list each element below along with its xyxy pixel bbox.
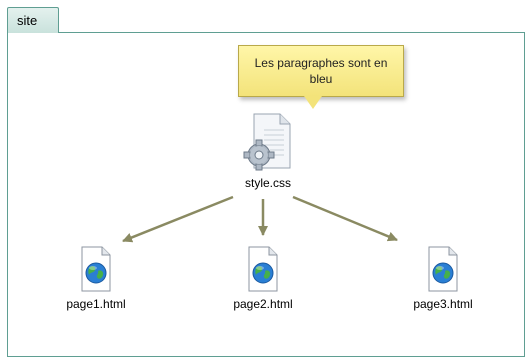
note-text: Les paragraphes sont en bleu bbox=[254, 56, 388, 86]
html-globe-file-icon bbox=[81, 246, 111, 292]
node-page2-label: page2.html bbox=[233, 297, 293, 311]
css-config-file-icon bbox=[243, 113, 291, 171]
node-page1[interactable]: page1.html bbox=[56, 245, 136, 311]
site-container-tab[interactable]: site bbox=[7, 7, 59, 33]
html-globe-file-icon bbox=[248, 246, 278, 292]
node-style-css[interactable]: style.css bbox=[228, 112, 308, 190]
edge-style-to-page3 bbox=[292, 195, 398, 242]
html-globe-file-icon bbox=[428, 246, 458, 292]
node-page3[interactable]: page3.html bbox=[403, 245, 483, 311]
note-callout[interactable]: Les paragraphes sont en bleu bbox=[238, 45, 414, 111]
node-style-css-label: style.css bbox=[244, 176, 291, 190]
node-page2[interactable]: page2.html bbox=[223, 245, 303, 311]
edge-style-to-page1 bbox=[122, 195, 234, 243]
node-page3-label: page3.html bbox=[413, 297, 473, 311]
note-callout-tail bbox=[304, 96, 322, 109]
site-container-title: site bbox=[17, 13, 38, 28]
node-page1-label: page1.html bbox=[66, 297, 126, 311]
